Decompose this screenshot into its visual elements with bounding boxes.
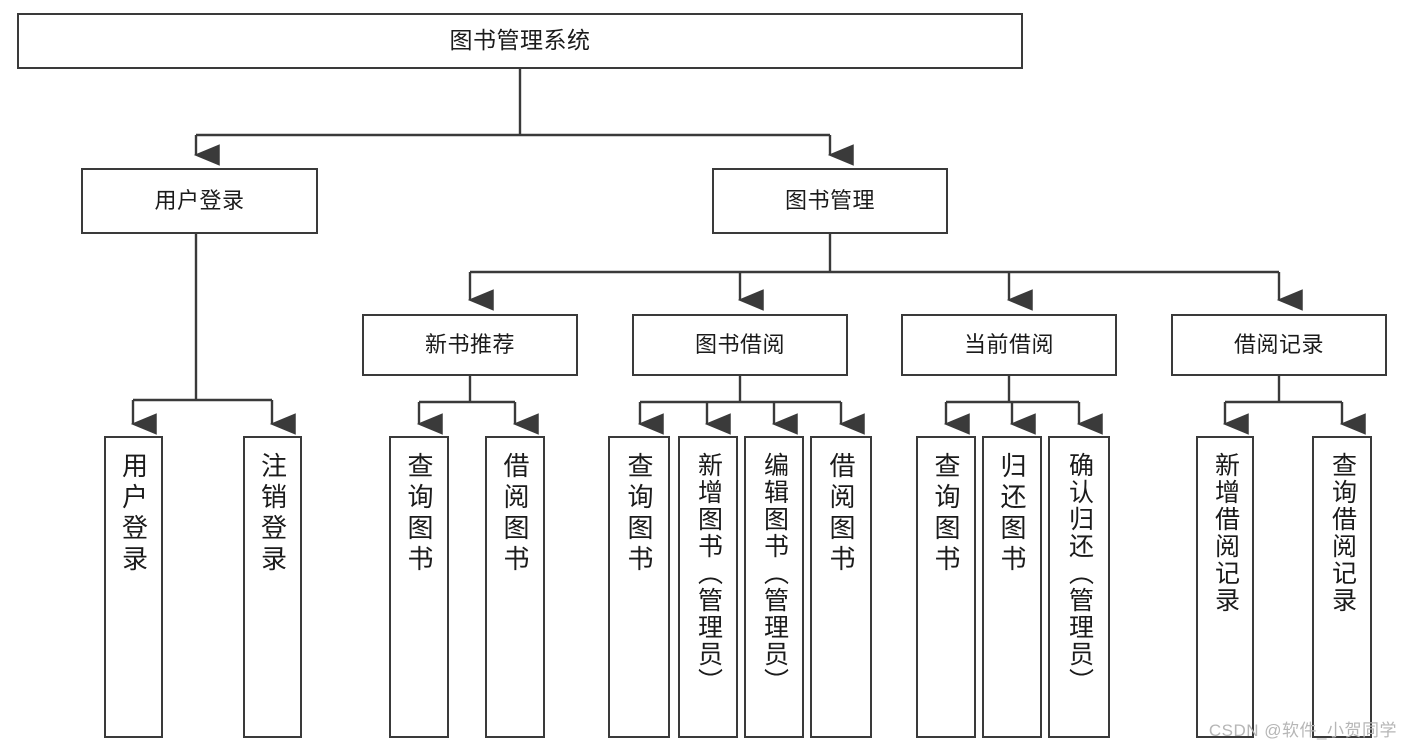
node-label: 当前借阅 <box>963 331 1054 357</box>
node-borrow-record[interactable]: 借阅记录 <box>1171 314 1387 376</box>
node-leaf-add-borrow-record[interactable]: 新增借阅记录 <box>1196 436 1254 738</box>
node-label: 借阅图书 <box>500 452 530 576</box>
node-label: 查询图书 <box>931 452 961 576</box>
node-label: 图书管理系统 <box>449 27 591 54</box>
node-leaf-edit-book-admin[interactable]: 编辑图书（管理员） <box>744 436 804 738</box>
node-leaf-borrow-book[interactable]: 借阅图书 <box>810 436 872 738</box>
watermark: CSDN @软件_小贺同学 <box>1208 721 1397 740</box>
node-leaf-borrow-book-recommend[interactable]: 借阅图书 <box>485 436 545 738</box>
node-leaf-logout-login[interactable]: 注销登录 <box>243 436 302 738</box>
node-leaf-confirm-return-admin[interactable]: 确认归还（管理员） <box>1048 436 1110 738</box>
node-leaf-return-book[interactable]: 归还图书 <box>982 436 1042 738</box>
node-leaf-query-book-borrow[interactable]: 查询图书 <box>608 436 670 738</box>
node-book-management[interactable]: 图书管理 <box>712 168 948 234</box>
node-book-borrow[interactable]: 图书借阅 <box>632 314 848 376</box>
node-leaf-query-borrow-record[interactable]: 查询借阅记录 <box>1312 436 1372 738</box>
node-leaf-add-book-admin[interactable]: 新增图书（管理员） <box>678 436 738 738</box>
node-leaf-user-login[interactable]: 用户登录 <box>104 436 163 738</box>
node-label: 查询借阅记录 <box>1328 452 1357 614</box>
node-label: 查询图书 <box>404 452 434 576</box>
node-label: 借阅记录 <box>1233 331 1324 357</box>
node-user-login[interactable]: 用户登录 <box>81 168 318 234</box>
node-label: 归还图书 <box>997 452 1027 576</box>
node-leaf-query-book-current[interactable]: 查询图书 <box>916 436 976 738</box>
node-label: 新书推荐 <box>424 331 515 357</box>
node-label: 新增图书（管理员） <box>694 452 723 695</box>
node-label: 确认归还（管理员） <box>1065 452 1094 695</box>
node-label: 查询图书 <box>624 452 654 576</box>
node-label: 借阅图书 <box>826 452 856 576</box>
node-label: 图书管理 <box>784 187 875 213</box>
node-label: 用户登录 <box>118 452 149 576</box>
node-label: 用户登录 <box>154 187 245 213</box>
node-label: 编辑图书（管理员） <box>760 452 789 695</box>
node-label: 图书借阅 <box>694 331 785 357</box>
node-label: 注销登录 <box>257 452 288 576</box>
node-new-book-recommend[interactable]: 新书推荐 <box>362 314 578 376</box>
node-root-book-management-system[interactable]: 图书管理系统 <box>17 13 1023 69</box>
node-label: 新增借阅记录 <box>1211 452 1240 614</box>
node-current-borrow[interactable]: 当前借阅 <box>901 314 1117 376</box>
node-leaf-query-book-recommend[interactable]: 查询图书 <box>389 436 449 738</box>
